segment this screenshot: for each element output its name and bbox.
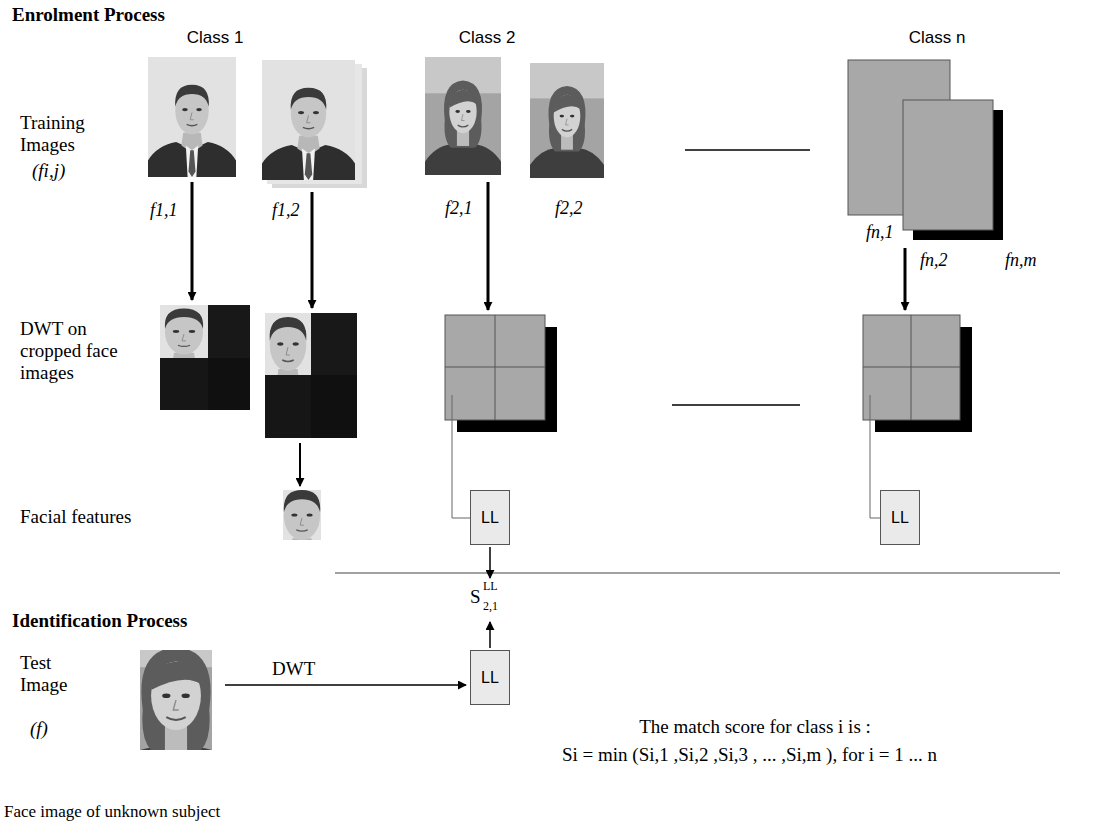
image-label: f1,1: [150, 200, 178, 221]
class-label: Class 1: [187, 28, 244, 48]
section-heading: Identification Process: [12, 610, 187, 632]
subband-box: LL: [470, 650, 510, 705]
dwt-image: [240, 287, 357, 438]
section-heading: Enrolment Process: [12, 4, 165, 26]
score-arrow: [489, 547, 491, 578]
image-label: f2,2: [555, 198, 583, 219]
dwt-quadrants: [445, 315, 557, 432]
ellipsis-line: [672, 404, 800, 406]
score-superscript: LL: [483, 580, 498, 594]
subband-label: LL: [891, 509, 909, 527]
row-label: (f): [30, 718, 48, 740]
facial-feature-image: [255, 462, 350, 582]
row-label: Test Image: [20, 652, 80, 696]
leader-line: [870, 395, 880, 518]
image-label: fn,1: [866, 222, 894, 243]
image-label: fn,m: [1005, 250, 1037, 271]
arrow-label: DWT: [272, 658, 315, 680]
row-label: DWT on cropped face images: [20, 318, 120, 384]
subband-label: LL: [481, 509, 499, 527]
training-photo: [148, 57, 236, 177]
image-label: f2,1: [445, 198, 473, 219]
training-photo-stack: [262, 60, 367, 188]
image-label: fn,2: [920, 250, 948, 271]
row-label: (fi,j): [32, 160, 65, 182]
row-label: Facial features: [20, 506, 131, 528]
score-arrow: [489, 622, 491, 648]
separator-line: [335, 572, 1060, 573]
score-symbol: S: [470, 586, 481, 608]
subband-label: LL: [481, 669, 499, 687]
row-label: Training Images: [20, 112, 120, 156]
subband-box: LL: [470, 490, 510, 545]
process-arrow: [299, 443, 301, 486]
subband-box: LL: [880, 490, 920, 545]
class-label: Class n: [909, 28, 966, 48]
caption-note: Face image of unknown subject: [4, 802, 220, 822]
dwt-arrow: [225, 684, 466, 686]
formula-text: Si = min (Si,1 ,Si,2 ,Si,3 , ... ,Si,m )…: [562, 744, 937, 766]
formula-text: The match score for class i is :: [639, 716, 871, 738]
dwt-quadrants: [863, 315, 972, 432]
process-arrow: [192, 182, 905, 310]
test-photo: [107, 610, 245, 796]
training-photo: [425, 57, 604, 178]
leader-line: [452, 395, 470, 518]
ellipsis-line: [685, 149, 810, 151]
class-label: Class 2: [459, 28, 516, 48]
score-subscript: 2,1: [483, 600, 498, 614]
placeholder-image: [848, 60, 1003, 240]
image-label: f1,2: [272, 200, 300, 221]
dwt-image: [134, 283, 250, 410]
